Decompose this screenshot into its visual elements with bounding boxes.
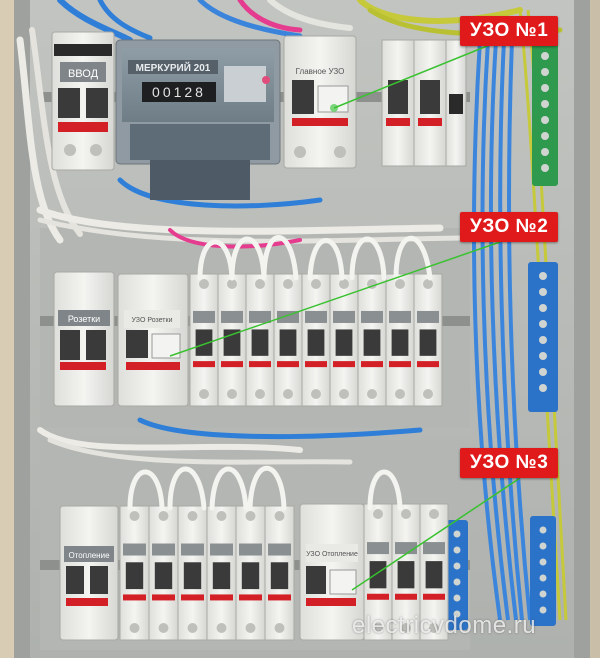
row2-breaker-module	[357, 273, 387, 407]
row3-breaker-module	[264, 505, 295, 641]
row2-breaker-module	[273, 273, 303, 407]
sockets-breaker-label: Розетки	[68, 314, 100, 324]
pointer-line-rcd1	[333, 43, 493, 109]
input-breaker-label: ВВОД	[68, 68, 99, 80]
rcd-heating-label: УЗО Отопление	[306, 551, 358, 558]
row3-breaker-module	[177, 505, 208, 641]
row2-breaker-module	[329, 273, 359, 407]
row3-breaker-module	[363, 503, 393, 641]
row2-breaker-module	[385, 273, 415, 407]
row3-breaker-module	[206, 505, 237, 641]
rcd-sockets-label: УЗО Розетки	[132, 317, 173, 324]
row2-breaker-module	[245, 273, 275, 407]
row2-breaker-module	[217, 273, 247, 407]
meter-brand: МЕРКУРИЙ 201	[136, 61, 211, 74]
callout-rcd-3: УЗО №3	[460, 448, 559, 478]
row3-breaker-module	[419, 503, 449, 641]
callout-rcd-2: УЗО №2	[460, 212, 559, 242]
watermark: electricvdome.ru	[352, 612, 537, 639]
callout-rcd-1: УЗО №1	[460, 16, 559, 46]
row3-breaker-module	[148, 505, 179, 641]
row3-breaker-module	[391, 503, 421, 641]
row2-breaker-module	[413, 273, 443, 407]
row2-breaker-module	[189, 273, 219, 407]
main-rcd-label: Главное УЗО	[296, 67, 345, 76]
row3-breaker-module	[119, 505, 150, 641]
pointer-line-rcd2	[169, 241, 501, 357]
meter-reading: 00128	[152, 84, 206, 100]
pointer-line-rcd3	[351, 477, 521, 591]
row2-breaker-module	[301, 273, 331, 407]
row3-breaker-module	[235, 505, 266, 641]
heating-breaker-label: Отопление	[68, 551, 110, 560]
